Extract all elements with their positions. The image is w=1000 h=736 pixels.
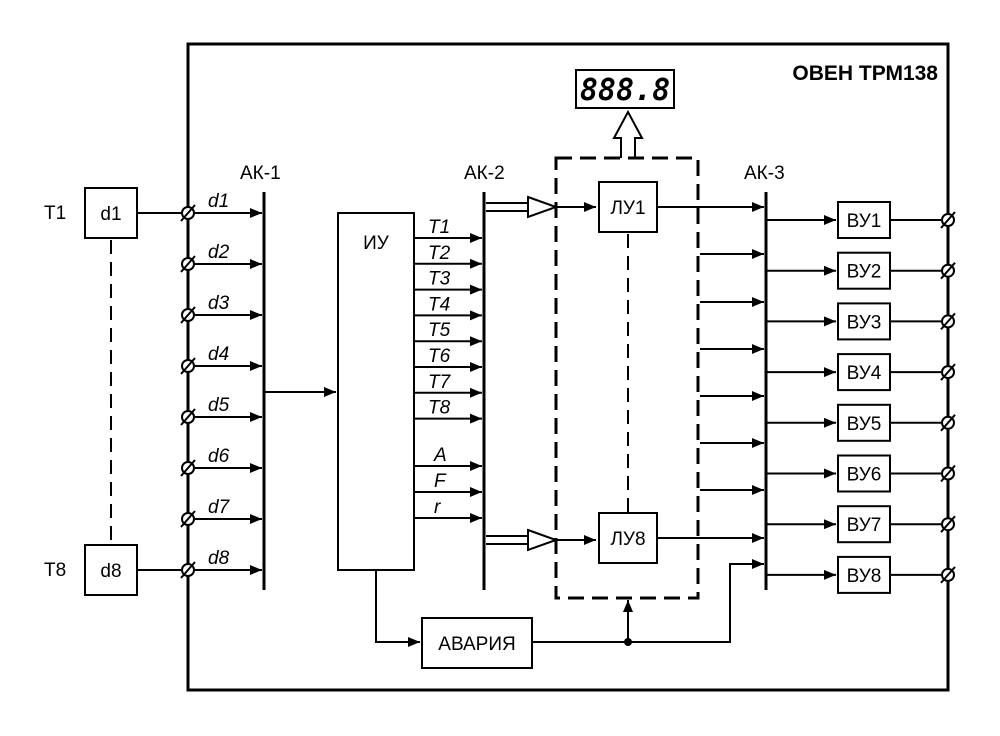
output-unit-box-1 (837, 201, 891, 239)
output-unit-label-6: ВУ6 (847, 465, 882, 486)
output-unit-label-7: ВУ7 (847, 515, 882, 536)
output-unit-label-8: ВУ8 (847, 566, 882, 587)
output-terminal-1 (940, 211, 956, 229)
output-unit-box-4 (837, 353, 891, 392)
input-terminal-2 (180, 255, 196, 273)
measure-output-label-6: T6 (428, 346, 451, 367)
input-terminal-8 (180, 561, 196, 579)
measure-output-label-5: T5 (428, 320, 451, 341)
alarm-to-ak3-line (628, 559, 764, 643)
output-unit-label-1: ВУ1 (847, 211, 882, 232)
output-terminal-4 (940, 363, 956, 381)
output-unit-label-3: ВУ3 (847, 312, 882, 333)
logic-unit-1-label: ЛУ1 (610, 198, 645, 219)
input-terminal-1 (180, 204, 196, 222)
output-terminal-7 (940, 515, 956, 533)
output-terminal-5 (940, 414, 956, 432)
display-hollow-arrow (612, 109, 644, 158)
sensor-box-bottom-label: d8 (100, 561, 121, 582)
sensor-label-top: T1 (44, 203, 66, 224)
output-unit-box-5 (837, 403, 891, 442)
input-terminal-4 (180, 357, 196, 375)
measure-output-label-2: T2 (428, 243, 451, 264)
logic-block-dashed (554, 156, 700, 600)
input-label-3: d3 (208, 293, 230, 314)
device-title: ОВЕН ТРМ138 (792, 62, 938, 85)
display-box (575, 69, 675, 109)
output-unit-box-3 (837, 302, 891, 341)
input-terminal-3 (180, 306, 196, 324)
bus-label-ak2: АК-2 (464, 163, 505, 184)
logic-unit-1-box (598, 181, 658, 233)
measure-output-label-3: T3 (428, 269, 451, 290)
output-unit-box-7 (837, 505, 891, 544)
extra-output-label-3: r (434, 497, 441, 518)
input-terminal-6 (180, 459, 196, 477)
input-label-6: d6 (208, 446, 230, 467)
input-label-8: d8 (208, 548, 230, 569)
output-unit-label-2: ВУ2 (847, 262, 882, 283)
output-unit-label-4: ВУ4 (847, 363, 882, 384)
output-unit-box-8 (837, 555, 891, 594)
alarm-label: АВАРИЯ (438, 634, 515, 655)
sensor-box-top-label: d1 (100, 204, 121, 225)
sensor-box-top (84, 187, 138, 239)
output-terminal-6 (940, 464, 956, 483)
bus-label-ak3: АК-3 (744, 163, 785, 184)
measure-unit-box (337, 212, 415, 571)
output-terminal-2 (940, 262, 956, 280)
bus-label-ak1: АК-1 (240, 163, 281, 184)
extra-output-label-2: F (434, 471, 447, 492)
input-label-2: d2 (208, 242, 230, 263)
iu-to-alarm-line (375, 570, 420, 647)
measure-output-label-8: T8 (428, 398, 451, 419)
logic-unit-8-label: ЛУ8 (610, 529, 645, 550)
output-unit-label-5: ВУ5 (847, 414, 882, 435)
ak2-to-logic-bottom (486, 528, 596, 552)
measure-output-label-1: T1 (428, 217, 450, 238)
input-label-5: d5 (208, 395, 230, 416)
extra-output-label-1: A (433, 445, 447, 466)
input-label-1: d1 (208, 191, 229, 212)
output-terminal-8 (940, 566, 956, 584)
device-frame (186, 42, 950, 692)
input-label-7: d7 (208, 497, 231, 518)
ak2-to-logic-top (486, 195, 596, 219)
input-label-4: d4 (208, 344, 229, 365)
sensor-label-bottom: T8 (44, 560, 66, 581)
measure-unit-label: ИУ (363, 233, 390, 254)
logic-unit-8-box (598, 512, 658, 564)
measure-output-label-4: T4 (428, 294, 450, 315)
display-digits: 888.8 (580, 73, 670, 108)
measure-output-label-7: T7 (428, 372, 452, 393)
input-terminal-5 (180, 408, 196, 426)
output-unit-box-2 (837, 251, 891, 290)
input-terminal-7 (180, 510, 196, 528)
output-terminal-3 (940, 312, 956, 331)
alarm-box (421, 617, 533, 669)
input-channels: d1 d2 d3 d4 d5 d6 d7 d8 (180, 191, 262, 579)
ak3-side-arrows (700, 249, 764, 495)
